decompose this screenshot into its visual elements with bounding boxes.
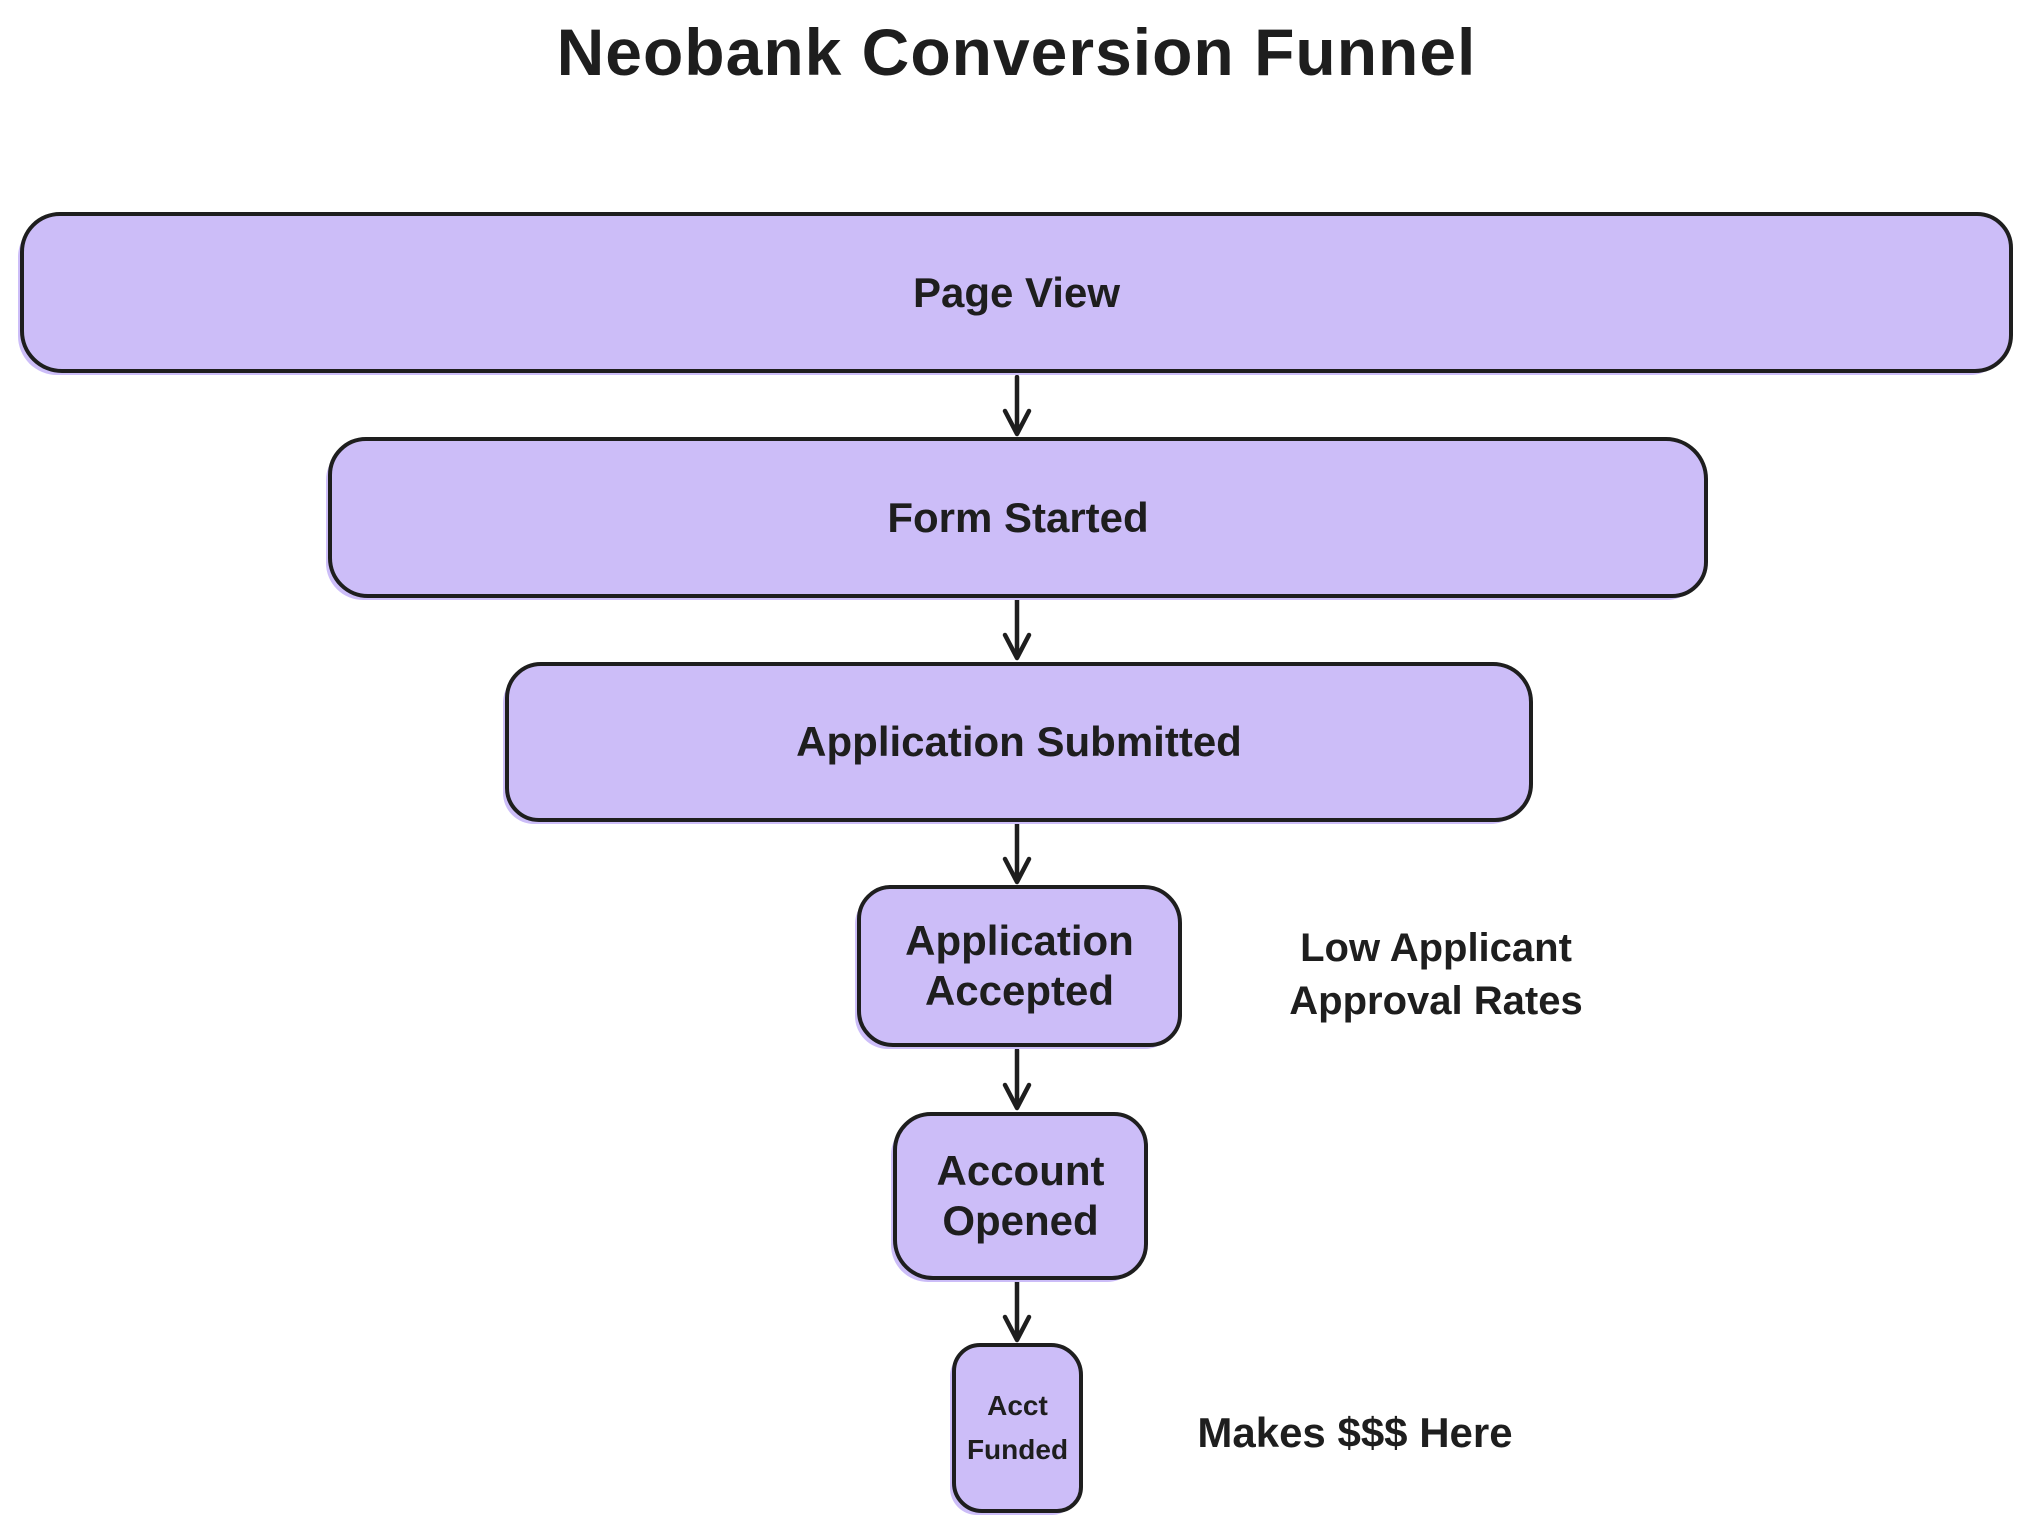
stage-application-submitted-label: Application Submitted [796, 718, 1242, 765]
diagram-title: Neobank Conversion Funnel [556, 15, 1477, 89]
arrow-account-opened-to-acct-funded [1002, 1279, 1032, 1343]
annotation-low-applicant-approval-rates: Low Applicant Approval Rates [1289, 926, 1583, 1023]
stage-account-opened: Account Opened [893, 1112, 1148, 1280]
stage-page-view-label: Page View [912, 268, 1120, 316]
arrow-form-started-to-application-submitted [1002, 597, 1032, 661]
arrow-page-view-to-form-started [1002, 374, 1032, 437]
stage-form-started-label: Form Started [887, 493, 1149, 541]
stage-acct-funded-label: Acct Funded [966, 1390, 1069, 1465]
arrow-application-accepted-to-account-opened [1002, 1047, 1032, 1111]
stage-application-accepted-label: Application Accepted [905, 917, 1134, 1014]
stage-account-opened-label: Account Opened [936, 1147, 1105, 1244]
stage-form-started: Form Started [328, 437, 1708, 598]
annotation-makes-money-here: Makes $$$ Here [1197, 1409, 1513, 1456]
arrow-application-submitted-to-application-accepted [1002, 821, 1032, 885]
stage-application-submitted: Application Submitted [505, 662, 1533, 822]
stage-page-view: Page View [20, 212, 2013, 373]
stage-application-accepted: Application Accepted [857, 885, 1182, 1047]
stage-acct-funded: Acct Funded [952, 1343, 1083, 1513]
